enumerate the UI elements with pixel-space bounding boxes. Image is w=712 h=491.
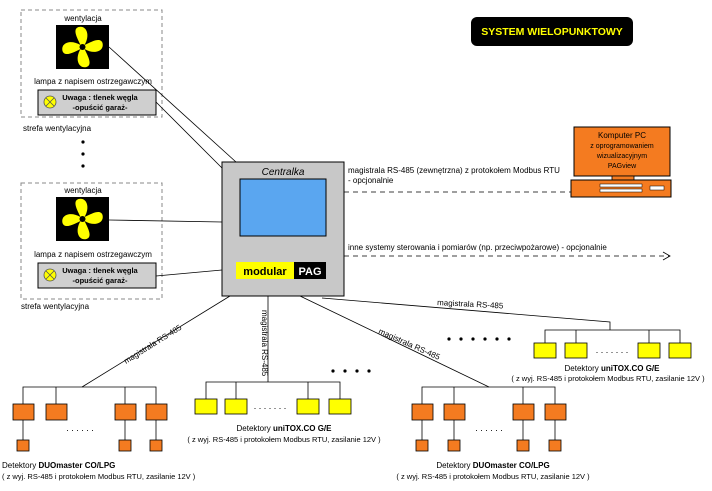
sensor-icon [447, 439, 461, 452]
lamp-bulb-icon [43, 95, 57, 109]
sensor-icon [548, 439, 562, 452]
detector-icon [296, 398, 320, 415]
sensor-icon [149, 439, 163, 452]
pc-link-label-1: magistrala RS-485 (zewnętrzna) z protoko… [348, 166, 560, 175]
lamp-label: lampa z napisem ostrzegawczym [34, 250, 152, 259]
pc-link-label-2: - opcjonalnie [348, 176, 394, 185]
pc-case [570, 179, 672, 198]
arrow-icon [662, 251, 671, 261]
continuation-dots-vertical [81, 140, 85, 168]
svg-text:. . . . . . .: . . . . . . . [596, 345, 629, 355]
zone-border [20, 182, 163, 300]
lamp-text-2: -opuścić garaż- [72, 276, 128, 285]
detector-icon [512, 403, 535, 421]
brand-text-1: modular [243, 266, 287, 278]
fan-label: wentylacja [63, 186, 102, 195]
bus-label-far-right: magistrala RS-485 [437, 298, 504, 310]
continuation-dots [331, 337, 511, 373]
svg-text:. . . . . .: . . . . . . [475, 423, 503, 433]
detector-icon [224, 398, 248, 415]
detector-icon [443, 403, 466, 421]
svg-text:. . . . . . .: . . . . . . . [254, 401, 287, 411]
lamp-text-2: -opuścić garaż- [72, 103, 128, 112]
pc-line-3: wizualizacyjnym [596, 153, 647, 160]
central-screen [239, 178, 327, 237]
detector-icon [145, 403, 168, 421]
brand-text-2: PAG [298, 266, 321, 278]
detector-icon [411, 403, 434, 421]
detector-group-unitox-right [533, 329, 692, 359]
sensor-icon [516, 439, 530, 452]
ventilation-zone-top: wentylacja lampa z napisem ostrzegawczym… [20, 9, 163, 133]
detector-name: Detektory uniTOX.CO G/E [565, 364, 661, 373]
sensor-icon [16, 439, 30, 452]
detector-name: Detektory DUOmaster CO/LPG [2, 461, 115, 470]
brand-logo: modular PAG [236, 262, 326, 279]
detector-icon [533, 342, 557, 359]
title-badge: SYSTEM WIELOPUNKTOWY [471, 17, 633, 46]
pc-stand [611, 175, 635, 181]
detector-icon [45, 403, 68, 421]
other-systems-label: inne systemy sterowania i pomiarów (np. … [348, 243, 607, 252]
detector-icon [114, 403, 137, 421]
bus-label-mid: magistrala RS-485 [260, 310, 269, 377]
central-title: Centralka [262, 167, 305, 178]
detector-group-unitox-mid [194, 381, 352, 415]
pc-monitor [573, 126, 671, 177]
pc-computer: Komputer PC z oprogramowaniem wizualizac… [570, 126, 672, 198]
central-unit: Centralka modular PAG [221, 161, 345, 297]
warning-lamp: Uwaga : tlenek węgla -opuścić garaż- [37, 262, 157, 289]
warning-lamp: Uwaga : tlenek węgla -opuścić garaż- [37, 89, 157, 116]
title-text: SYSTEM WIELOPUNKTOWY [481, 26, 623, 38]
zone-label: strefa wentylacyjna [21, 302, 90, 311]
svg-text:. . . . . .: . . . . . . [66, 423, 94, 433]
detector-group-duomaster-right [411, 386, 567, 452]
detector-name: Detektory uniTOX.CO G/E [237, 424, 333, 433]
detector-note: ( z wyj. RS-485 i protokołem Modbus RTU,… [396, 472, 590, 481]
detector-note: ( z wyj. RS-485 i protokołem Modbus RTU,… [511, 374, 705, 383]
detector-icon [328, 398, 352, 415]
detector-icon [12, 403, 35, 421]
detector-icon [544, 403, 567, 421]
lamp-label: lampa z napisem ostrzegawczym [34, 77, 152, 86]
lamp-text-1: Uwaga : tlenek węgla [62, 93, 138, 102]
detector-note: ( z wyj. RS-485 i protokołem Modbus RTU,… [187, 435, 381, 444]
bus-label-left: magistrala RS-485 [122, 323, 183, 366]
sensor-icon [118, 439, 132, 452]
detector-icon [564, 342, 588, 359]
ventilation-zone-bottom: wentylacja lampa z napisem ostrzegawczym… [20, 182, 163, 311]
pc-line-4: PAGview [608, 163, 637, 170]
lamp-text-1: Uwaga : tlenek węgla [62, 266, 138, 275]
zone-border [20, 9, 163, 118]
pc-line-2: z oprogramowaniem [590, 143, 654, 150]
pc-line-1: Komputer PC [598, 131, 646, 140]
lamp-bulb-icon [43, 268, 57, 282]
detector-icon [194, 398, 218, 415]
detector-icon [637, 342, 661, 359]
fan-icon [56, 25, 109, 69]
zone-label: strefa wentylacyjna [23, 124, 92, 133]
detector-note: ( z wyj. RS-485 i protokołem Modbus RTU,… [2, 472, 196, 481]
fan-label: wentylacja [63, 14, 102, 23]
bus-label-right-mid: magistrala RS-485 [377, 327, 442, 362]
detector-icon [668, 342, 692, 359]
connection-lines [81, 46, 611, 388]
detector-group-duomaster-left [12, 386, 168, 452]
fan-icon [56, 197, 109, 241]
detector-name: Detektory DUOmaster CO/LPG [436, 461, 549, 470]
dashed-links [344, 191, 670, 257]
sensor-icon [415, 439, 429, 452]
